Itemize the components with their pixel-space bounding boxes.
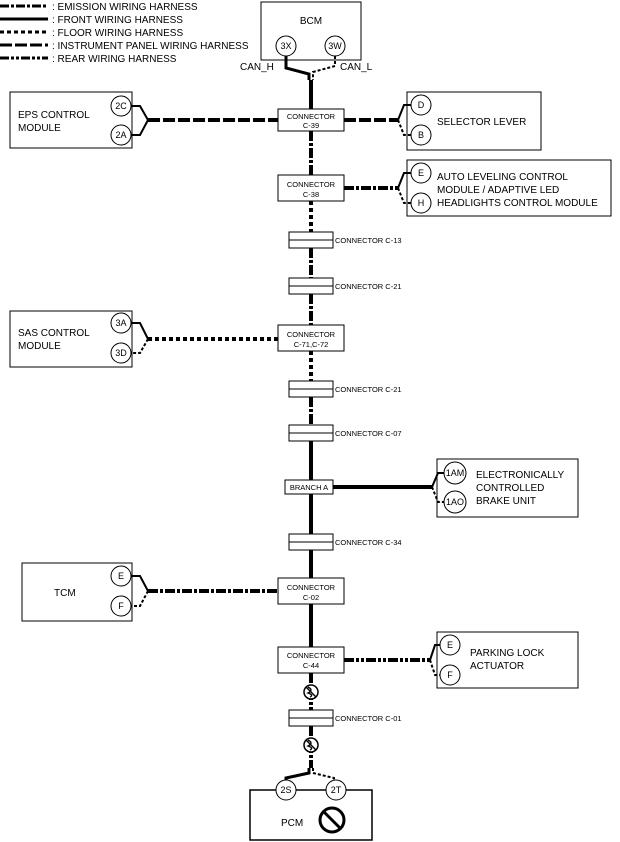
brake-unit-module: ELECTRONICALLY CONTROLLED BRAKE UNIT 1AM… [431,458,579,518]
pin-label: 3X [280,41,291,51]
branch-a: BRANCH A [284,479,334,495]
legend-item-rear: : REAR WIRING HARNESS [0,54,177,65]
connector-c44: CONNECTOR C-44 [277,646,345,674]
pin-label: 1AM [446,468,465,478]
prohibited-icon [318,806,346,834]
pcm-label: PCM [281,818,303,829]
connector-c38: CONNECTOR C-38 [277,174,345,202]
selector-label: SELECTOR LEVER [437,117,526,128]
connector-label: CONNECTOR C-13 [335,236,402,245]
pin-label: E [418,168,424,178]
pin-label: 1AO [446,497,464,507]
connector-label: CONNECTOR C-21 [335,385,402,394]
inline-connector-c34: CONNECTOR C-34 [288,533,402,551]
brake-label-line1: ELECTRONICALLY [476,470,565,481]
pin-label: 2C [115,101,127,111]
connector-id: C-02 [303,593,319,602]
legend-label: : FRONT WIRING HARNESS [52,15,183,26]
parking-label-line2: ACTUATOR [470,661,524,672]
connector-label: CONNECTOR [287,583,336,592]
no-twist-icon [303,737,319,753]
inline-connector-c21-a: CONNECTOR C-21 [288,277,402,295]
eps-label-line2: MODULE [18,123,61,134]
connector-label: CONNECTOR [287,112,336,121]
pin-label: 2T [331,785,342,795]
parking-label-line1: PARKING LOCK [470,648,545,659]
legend-label: : FLOOR WIRING HARNESS [52,28,183,39]
auto-leveling-module: AUTO LEVELING CONTROL MODULE / ADAPTIVE … [397,159,612,217]
pin-label: 3D [115,348,127,358]
legend-item-instrument: : INSTRUMENT PANEL WIRING HARNESS [0,41,249,52]
legend-item-emission: : EMISSION WIRING HARNESS [0,2,198,13]
brake-label-line3: BRAKE UNIT [476,496,536,507]
connector-id: C-39 [303,121,319,130]
pin-label: 3W [328,41,342,51]
inline-connector-c13: CONNECTOR C-13 [288,231,402,249]
connector-label: CONNECTOR C-07 [335,429,402,438]
inline-connector-c07: CONNECTOR C-07 [288,424,402,442]
connector-id: C-71,C-72 [294,340,329,349]
connector-label: CONNECTOR C-34 [335,538,402,547]
legend-item-front: : FRONT WIRING HARNESS [0,15,183,26]
tcm-module: TCM E F [21,562,149,622]
pin-label: 3A [115,318,126,328]
inline-connector-c01: CONNECTOR C-01 [288,709,402,727]
pin-label: 2S [280,785,291,795]
legend-label: : REAR WIRING HARNESS [52,54,177,65]
connector-id: C-44 [303,661,319,670]
connector-label: CONNECTOR C-01 [335,714,402,723]
auto-leveling-line2: MODULE / ADAPTIVE LED [437,185,559,196]
pin-label: F [118,601,124,611]
connector-c02: CONNECTOR C-02 [277,577,345,605]
sas-label-line1: SAS CONTROL [18,328,90,339]
legend-item-floor: : FLOOR WIRING HARNESS [0,28,183,39]
pin-label: B [418,130,424,140]
pin-label: E [447,640,453,650]
legend: : EMISSION WIRING HARNESS : FRONT WIRING… [0,2,249,65]
eps-label-line1: EPS CONTROL [18,110,90,121]
pin-label: D [418,100,425,110]
connector-id: C-38 [303,190,319,199]
legend-label: : EMISSION WIRING HARNESS [52,2,198,13]
selector-lever-module: SELECTOR LEVER D B [397,91,542,151]
connector-c39: CONNECTOR C-39 [277,108,345,132]
inline-connector-c21-b: CONNECTOR C-21 [288,380,402,398]
legend-label: : INSTRUMENT PANEL WIRING HARNESS [52,41,249,52]
sas-control-module: SAS CONTROL MODULE 3A 3D [9,310,149,368]
pin-label: 2A [115,130,126,140]
no-twist-icon [303,684,319,700]
sas-label-line2: MODULE [18,341,61,352]
brake-label-line2: CONTROLLED [476,483,544,494]
auto-leveling-line3: HEADLIGHTS CONTROL MODULE [437,198,598,209]
pin-label: F [447,670,453,680]
connector-label: CONNECTOR [287,180,336,189]
connector-label: CONNECTOR [287,330,336,339]
bcm-label: BCM [300,16,322,27]
can-l-label: CAN_L [340,62,373,73]
pcm-module: 2S 2T PCM [249,768,373,841]
can-h-label: CAN_H [240,62,274,73]
parking-lock-module: PARKING LOCK ACTUATOR E F [429,631,579,689]
eps-control-module: EPS CONTROL MODULE 2C 2A [9,91,150,149]
bcm-module: BCM 3X 3W CAN_H CAN_L [240,1,373,80]
tcm-label: TCM [54,588,76,599]
connector-label: CONNECTOR C-21 [335,282,402,291]
connector-label: CONNECTOR [287,651,336,660]
pin-label: H [418,198,425,208]
auto-leveling-line1: AUTO LEVELING CONTROL [437,172,568,183]
branch-label: BRANCH A [290,483,328,492]
connector-c71-c72: CONNECTOR C-71,C-72 [277,324,345,352]
pin-label: E [118,571,124,581]
